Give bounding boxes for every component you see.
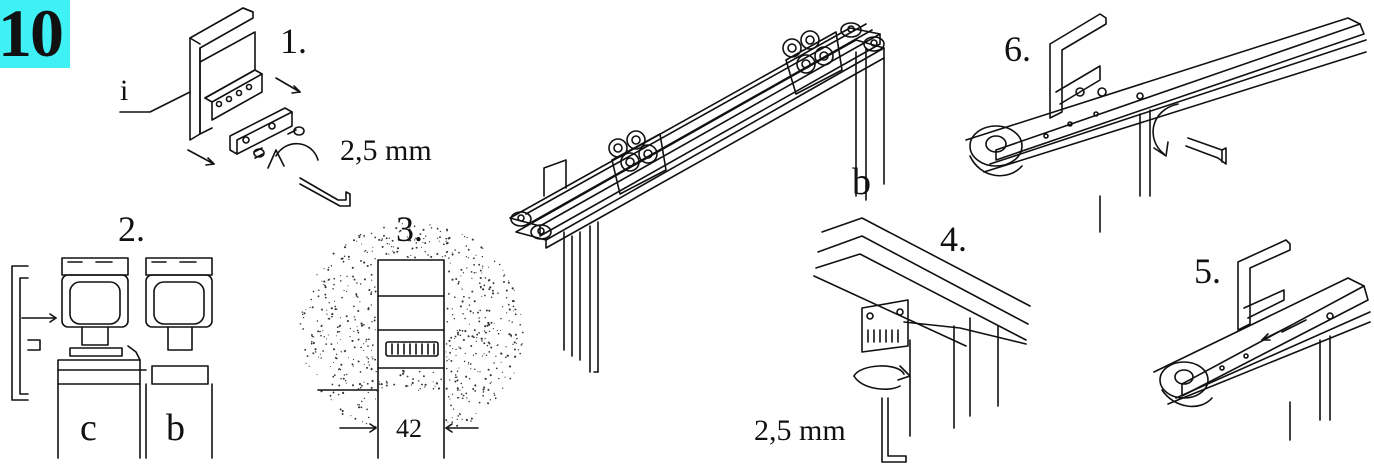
step-2-label: 2. xyxy=(118,209,145,249)
bracket-assembly-illustration xyxy=(119,7,351,207)
dimension-42: 42 xyxy=(396,414,422,443)
step-4-label: 4. xyxy=(940,219,967,259)
step-number: 10 xyxy=(0,0,64,71)
track-end-step5-illustration xyxy=(1153,239,1371,441)
profile-label-b: b xyxy=(166,407,185,449)
hex-key-size-step1: 2,5 mm xyxy=(340,134,432,167)
track-with-rollers-illustration xyxy=(509,22,885,373)
step-3-label: 3. xyxy=(396,209,423,249)
step-1-label: 1. xyxy=(280,21,307,61)
profile-label-c: c xyxy=(80,407,97,449)
step-number-badge: 10 xyxy=(0,0,70,71)
ceiling-mount-step4-illustration xyxy=(813,217,1031,463)
track-label-b: b xyxy=(852,161,871,203)
ceiling-texture xyxy=(299,223,524,430)
callout-i: i xyxy=(120,74,129,107)
profile-section-illustration xyxy=(11,257,213,459)
step-5-label: 5. xyxy=(1194,251,1221,291)
hex-key-size-step4: 2,5 mm xyxy=(754,414,846,447)
step-6-label: 6. xyxy=(1004,29,1031,69)
mounting-template-illustration xyxy=(317,259,479,459)
track-end-step6-illustration xyxy=(965,13,1367,233)
